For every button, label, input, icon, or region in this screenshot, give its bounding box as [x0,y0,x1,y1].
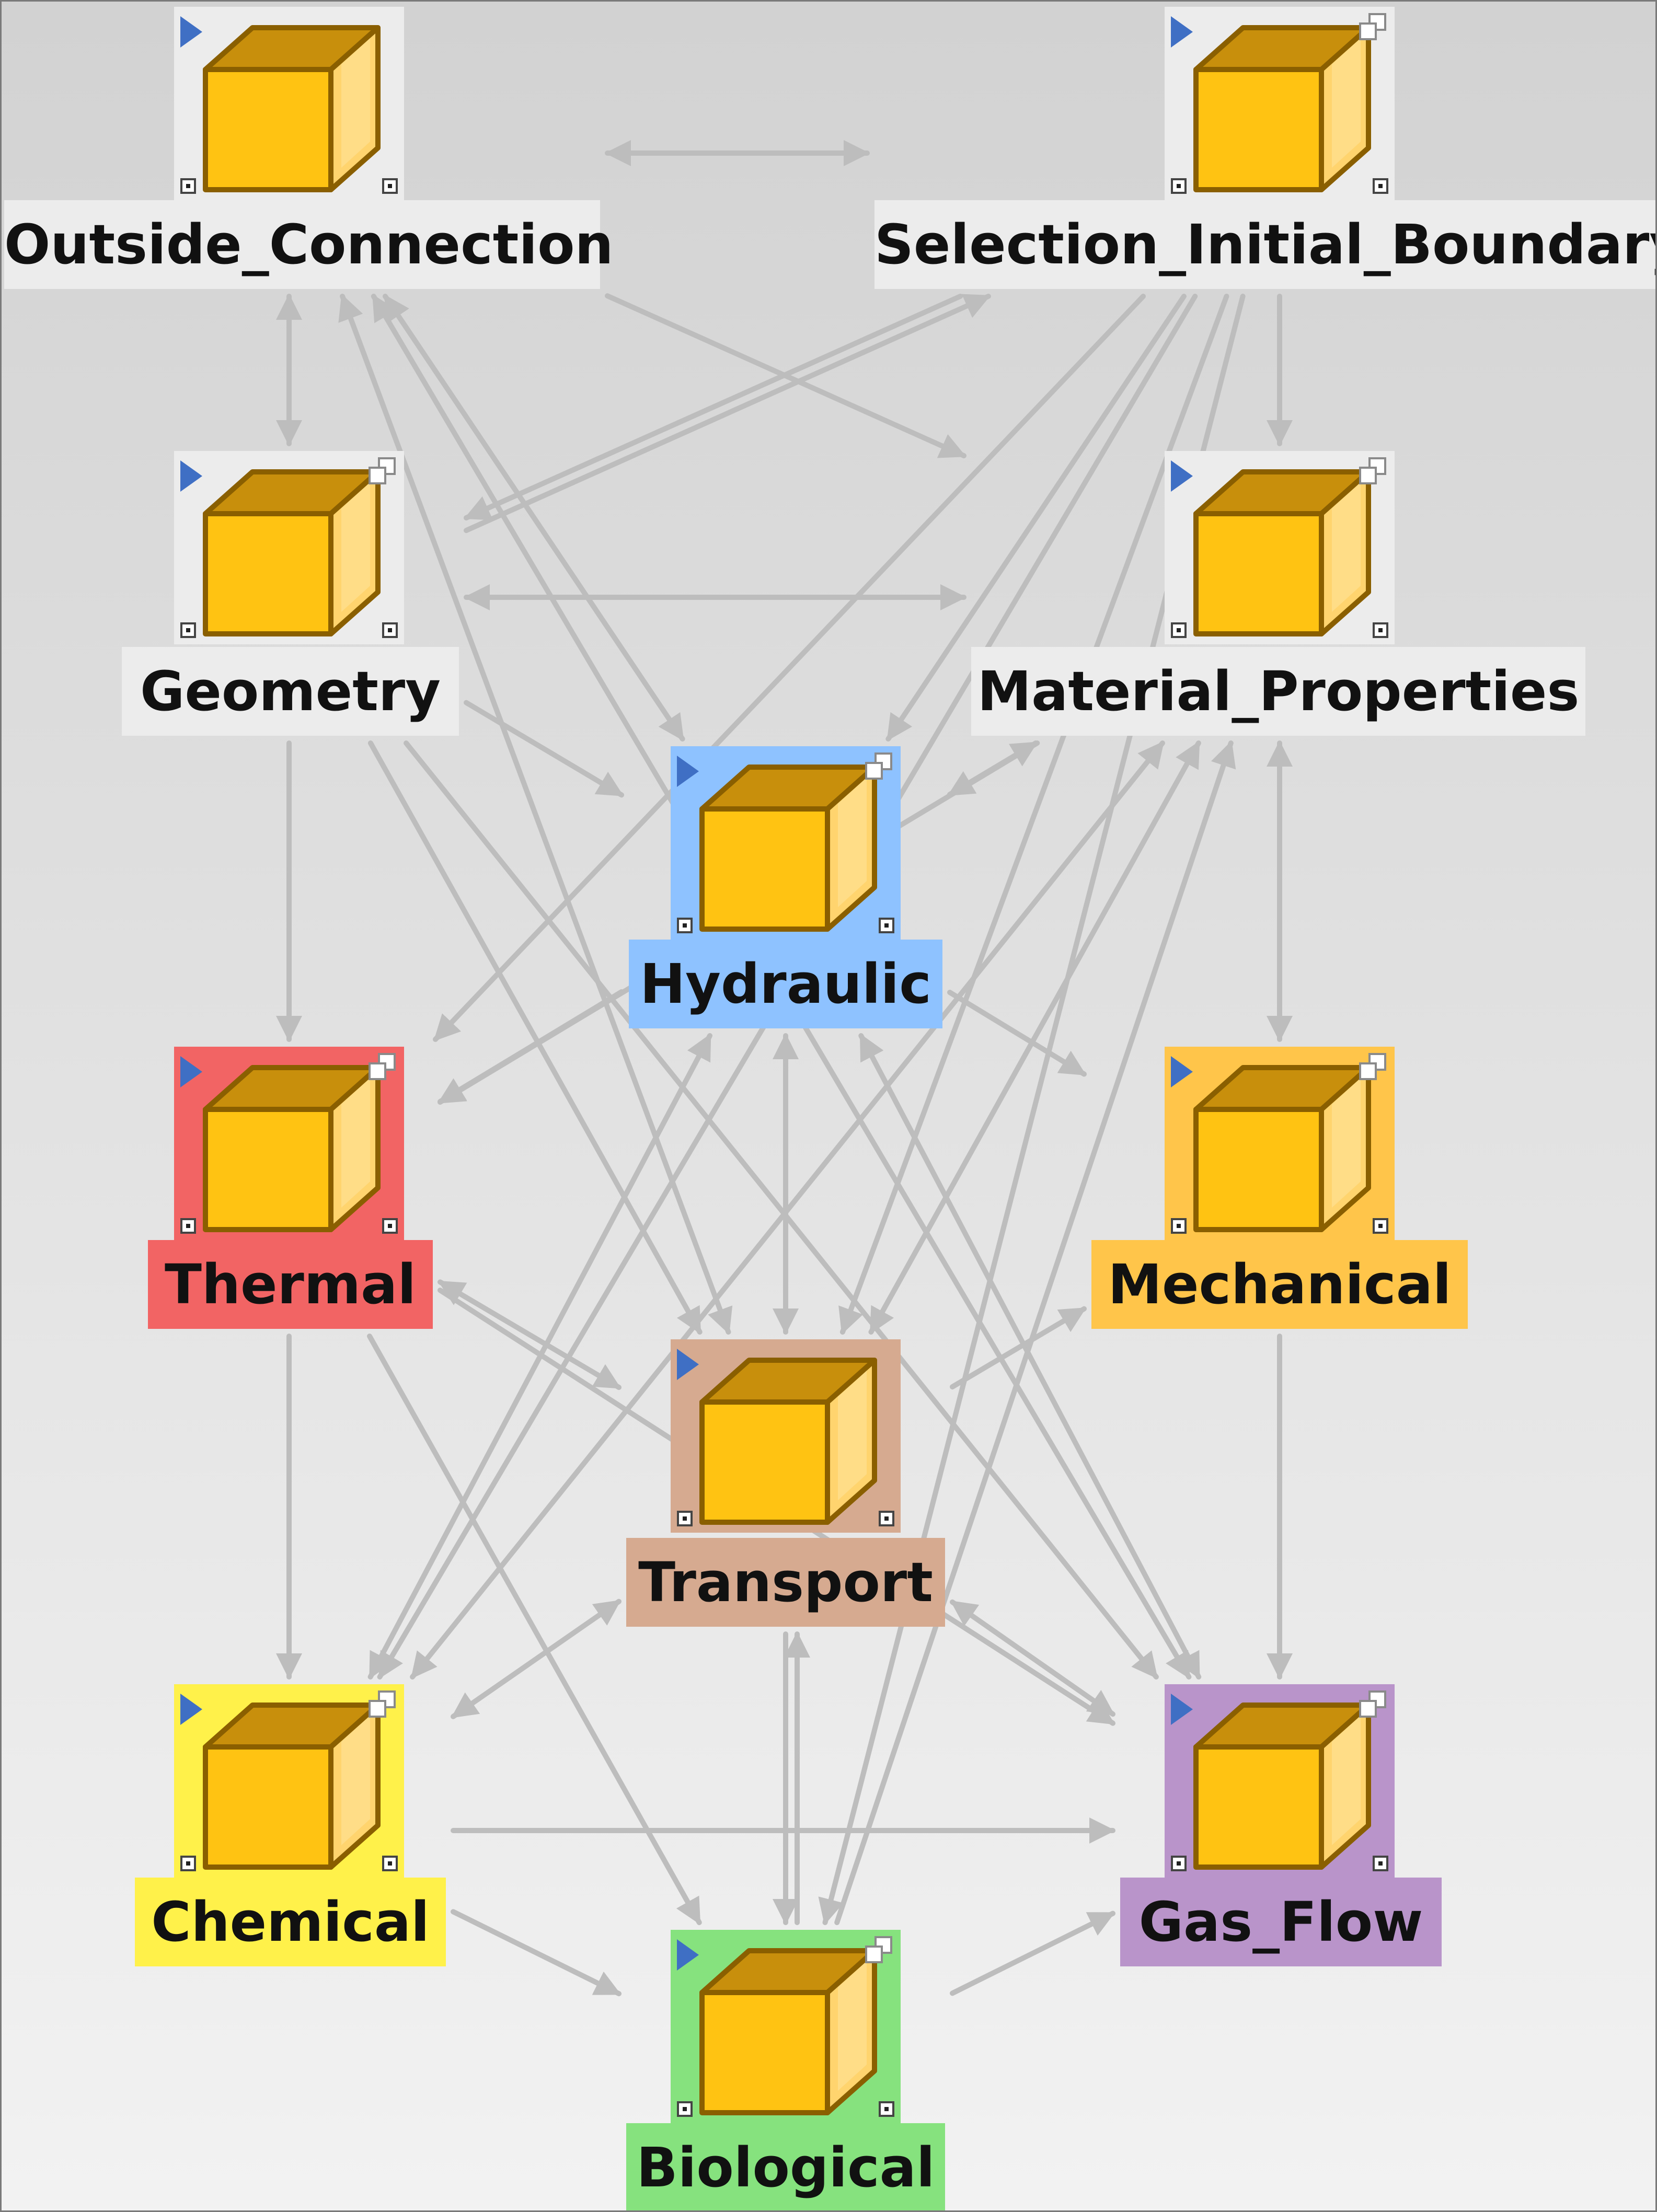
node-label: Transport [626,1538,945,1627]
expand-arrow-icon[interactable] [180,16,202,48]
edge-transport-to-mechanical [950,1306,1087,1389]
output-port-icon[interactable] [382,178,398,194]
node-label: Hydraulic [629,940,942,1028]
input-port-icon[interactable] [1171,1856,1187,1871]
subsystem-stack-icon [1359,457,1387,485]
node-label: Selection_Initial_Boundary [874,200,1655,289]
output-port-icon[interactable] [1373,178,1388,194]
edge-biological-to-gasflow [950,1910,1115,1996]
expand-arrow-icon[interactable] [180,1694,202,1725]
output-port-icon[interactable] [879,1511,894,1526]
expand-arrow-icon[interactable] [180,1056,202,1087]
node-icon-box[interactable] [671,1339,901,1533]
edge-selection-to-hydraulic [885,294,1187,742]
subsystem-stack-icon [865,1936,893,1964]
input-port-icon[interactable] [1171,1218,1187,1234]
node-icon-box[interactable] [174,1047,404,1240]
expand-arrow-icon[interactable] [1171,1694,1193,1725]
input-port-icon[interactable] [180,622,196,638]
cube-icon [203,1703,381,1870]
edge-transport-to-chemical [451,1599,622,1719]
node-label: Material_Properties [971,647,1585,736]
output-port-icon[interactable] [382,1856,398,1871]
expand-arrow-icon[interactable] [1171,1056,1193,1087]
node-icon-box[interactable] [174,1684,404,1878]
output-port-icon[interactable] [382,622,398,638]
input-port-icon[interactable] [180,1218,196,1234]
expand-arrow-icon[interactable] [677,1939,699,1971]
edge-chemical-to-biological [451,1909,622,1997]
node-icon-box[interactable] [174,7,404,200]
cube-icon [203,469,381,636]
output-port-icon[interactable] [1373,1218,1388,1234]
input-port-icon[interactable] [1171,178,1187,194]
node-label: Thermal [148,1240,433,1329]
expand-arrow-icon[interactable] [180,460,202,492]
input-port-icon[interactable] [180,178,196,194]
edge-transport-to-gasflow [950,1599,1115,1717]
cube-icon [1193,469,1371,636]
node-icon-box[interactable] [1165,451,1395,644]
node-label: Mechanical [1091,1240,1468,1329]
node-label: Geometry [122,647,459,736]
output-port-icon[interactable] [1373,622,1388,638]
subsystem-stack-icon [1359,13,1387,41]
subsystem-stack-icon [865,752,893,781]
output-port-icon[interactable] [382,1218,398,1234]
edge-selection-to-geometry [464,294,963,520]
edge-geometry-to-hydraulic [464,700,624,798]
expand-arrow-icon[interactable] [1171,460,1193,492]
input-port-icon[interactable] [677,918,693,933]
cube-icon [203,1065,381,1232]
input-port-icon[interactable] [677,2101,693,2117]
node-label: Chemical [135,1878,446,1966]
subsystem-stack-icon [1359,1053,1387,1081]
node-icon-box[interactable] [1165,7,1395,200]
subsystem-stack-icon [369,1690,397,1719]
edge-hydraulic-to-gasflow [858,1033,1202,1680]
subsystem-stack-icon [1359,1690,1387,1719]
subsystem-stack-icon [369,457,397,485]
input-port-icon[interactable] [1171,622,1187,638]
cube-icon [1193,25,1371,192]
subsystem-stack-icon [369,1053,397,1081]
output-port-icon[interactable] [879,2101,894,2117]
edge-hydraulic-to-mechanical [947,990,1087,1077]
edge-geometry-to-selection [464,294,991,534]
expand-arrow-icon[interactable] [677,1349,699,1380]
output-port-icon[interactable] [879,918,894,933]
node-icon-box[interactable] [174,451,404,644]
expand-arrow-icon[interactable] [1171,16,1193,48]
edge-thermal-to-transport [438,1279,622,1390]
node-icon-box[interactable] [671,1930,901,2123]
node-icon-box[interactable] [671,746,901,940]
node-icon-box[interactable] [1165,1684,1395,1878]
node-label: Biological [626,2123,945,2210]
edge-biological-to-material [834,740,1236,1925]
cube-icon [699,1358,877,1525]
node-icon-box[interactable] [1165,1047,1395,1240]
node-label: Outside_Connection [4,200,614,289]
node-label: Gas_Flow [1120,1878,1442,1966]
output-port-icon[interactable] [1373,1856,1388,1871]
input-port-icon[interactable] [180,1856,196,1871]
expand-arrow-icon[interactable] [677,756,699,787]
input-port-icon[interactable] [677,1511,693,1526]
cube-icon [203,25,381,192]
